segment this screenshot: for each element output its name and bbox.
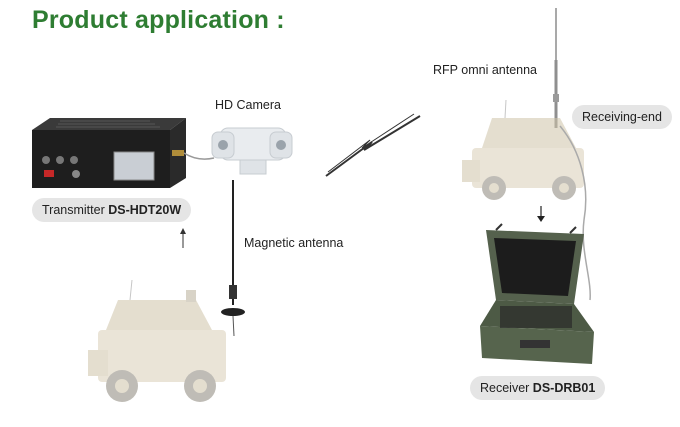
receive-vehicle	[462, 99, 584, 200]
hd-camera	[211, 127, 293, 175]
transmitter-model: DS-HDT20W	[108, 203, 182, 217]
page-title: Product application :	[32, 6, 285, 34]
down-arrow	[537, 206, 545, 222]
receiver-model: DS-DRB01	[532, 381, 596, 395]
receiver-case	[480, 223, 594, 364]
magnetic-antenna-label: Magnetic antenna	[244, 236, 344, 250]
rfp-antenna-label: RFP omni antenna	[433, 63, 537, 77]
receiver-pill: Receiver DS-DRB01	[470, 376, 606, 400]
receiver-prefix: Receiver	[480, 381, 533, 395]
transmitter-prefix: Transmitter	[42, 203, 109, 217]
hd-camera-label: HD Camera	[215, 98, 281, 112]
transmitter-device	[32, 118, 186, 188]
up-arrow	[180, 228, 186, 248]
transmitter-pill: Transmitter DS-HDT20W	[32, 198, 192, 222]
wireless-link-icon	[325, 115, 421, 177]
magnetic-antenna	[221, 180, 245, 337]
receiving-end-pill: Receiving-end	[572, 105, 672, 129]
rfp-omni-antenna	[553, 8, 559, 128]
transmit-vehicle	[88, 279, 226, 402]
